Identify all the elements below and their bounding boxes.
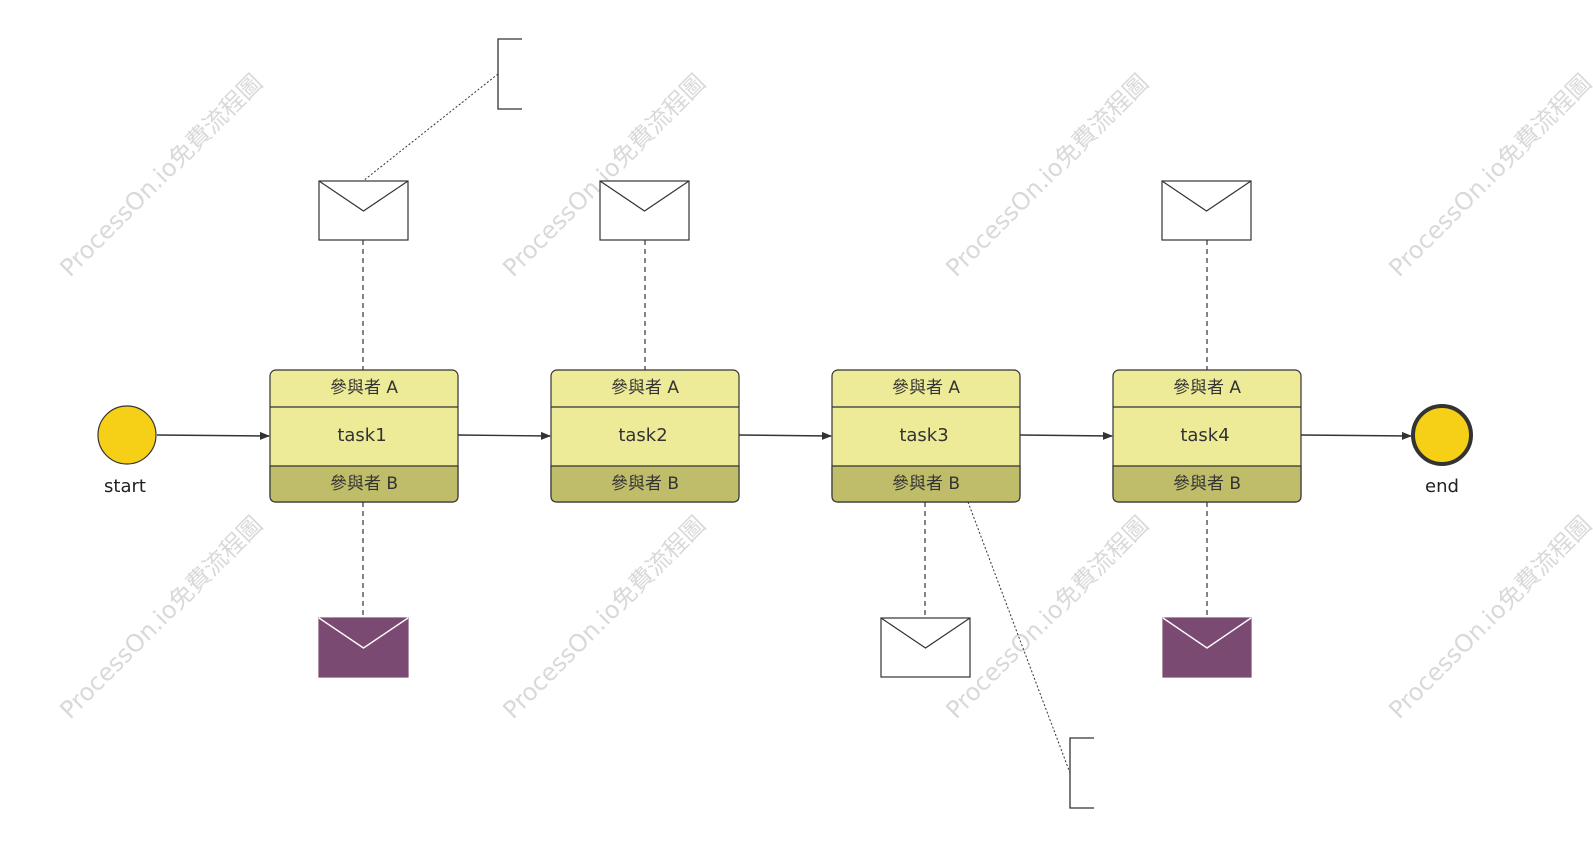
annotation-association-line <box>362 73 499 182</box>
top-participant-label: 參與者 A <box>330 378 398 398</box>
choreography-task-3[interactable]: 參與者 A task3 參與者 B <box>831 369 1021 503</box>
start-event-circle <box>97 405 157 465</box>
bottom-participant-band <box>1112 465 1302 503</box>
message-envelope-filled-icon[interactable] <box>1162 617 1252 678</box>
sequence-flow-arrow[interactable] <box>738 431 832 440</box>
message-envelope-icon[interactable] <box>1161 180 1252 241</box>
message-envelope-icon[interactable] <box>880 617 971 678</box>
message-envelope-icon[interactable] <box>599 180 690 241</box>
bottom-participant-label: 參與者 B <box>330 474 398 494</box>
sequence-flows <box>156 431 1412 440</box>
sequence-flow-arrow[interactable] <box>156 431 270 440</box>
sequence-flow-arrow[interactable] <box>1019 431 1113 440</box>
task-name: task1 <box>337 425 386 446</box>
watermark-text: ProcessOn.io免費流程圖 <box>497 511 711 725</box>
annotation-association-line <box>967 501 1071 774</box>
message-associations <box>362 240 1208 619</box>
end-event-label: end <box>1425 476 1459 497</box>
task-name: task3 <box>899 425 948 446</box>
top-participant-label: 參與者 A <box>1173 378 1241 398</box>
start-event-label: start <box>104 476 146 497</box>
bottom-participant-band <box>831 465 1021 503</box>
choreography-task-2[interactable]: 參與者 A task2 參與者 B <box>550 369 740 503</box>
message-envelope-filled-icon[interactable] <box>318 617 409 678</box>
bottom-participant-band <box>550 465 740 503</box>
task-name: task4 <box>1180 425 1229 446</box>
bottom-participant-label: 參與者 B <box>1173 474 1241 494</box>
watermark-text: ProcessOn.io免費流程圖 <box>54 69 268 283</box>
choreography-task-4[interactable]: 參與者 A task4 參與者 B <box>1112 369 1302 503</box>
sequence-flow-arrow[interactable] <box>457 431 551 440</box>
annotation-bracket <box>1069 737 1094 809</box>
annotation-bottom[interactable] <box>967 501 1094 809</box>
watermark-text: ProcessOn.io免費流程圖 <box>1383 69 1593 283</box>
start-event[interactable]: start <box>97 405 157 497</box>
bottom-participant-band <box>269 465 459 503</box>
top-participant-label: 參與者 A <box>611 378 679 398</box>
watermark-text: ProcessOn.io免費流程圖 <box>497 69 711 283</box>
watermark-text: ProcessOn.io免費流程圖 <box>940 69 1154 283</box>
choreography-task-1[interactable]: 參與者 A task1 參與者 B <box>269 369 459 503</box>
bottom-participant-label: 參與者 B <box>611 474 679 494</box>
end-event-circle <box>1411 404 1473 466</box>
end-event[interactable]: end <box>1411 404 1473 497</box>
watermark-text: ProcessOn.io免費流程圖 <box>54 511 268 725</box>
sequence-flow-arrow[interactable] <box>1300 431 1412 440</box>
annotation-top[interactable] <box>362 38 522 182</box>
watermark-text: ProcessOn.io免費流程圖 <box>940 511 1154 725</box>
bottom-participant-label: 參與者 B <box>892 474 960 494</box>
annotation-bracket <box>497 38 522 110</box>
watermark-text: ProcessOn.io免費流程圖 <box>1383 511 1593 725</box>
task-name: task2 <box>618 425 667 446</box>
message-envelope-icon[interactable] <box>318 180 409 241</box>
top-participant-label: 參與者 A <box>892 378 960 398</box>
